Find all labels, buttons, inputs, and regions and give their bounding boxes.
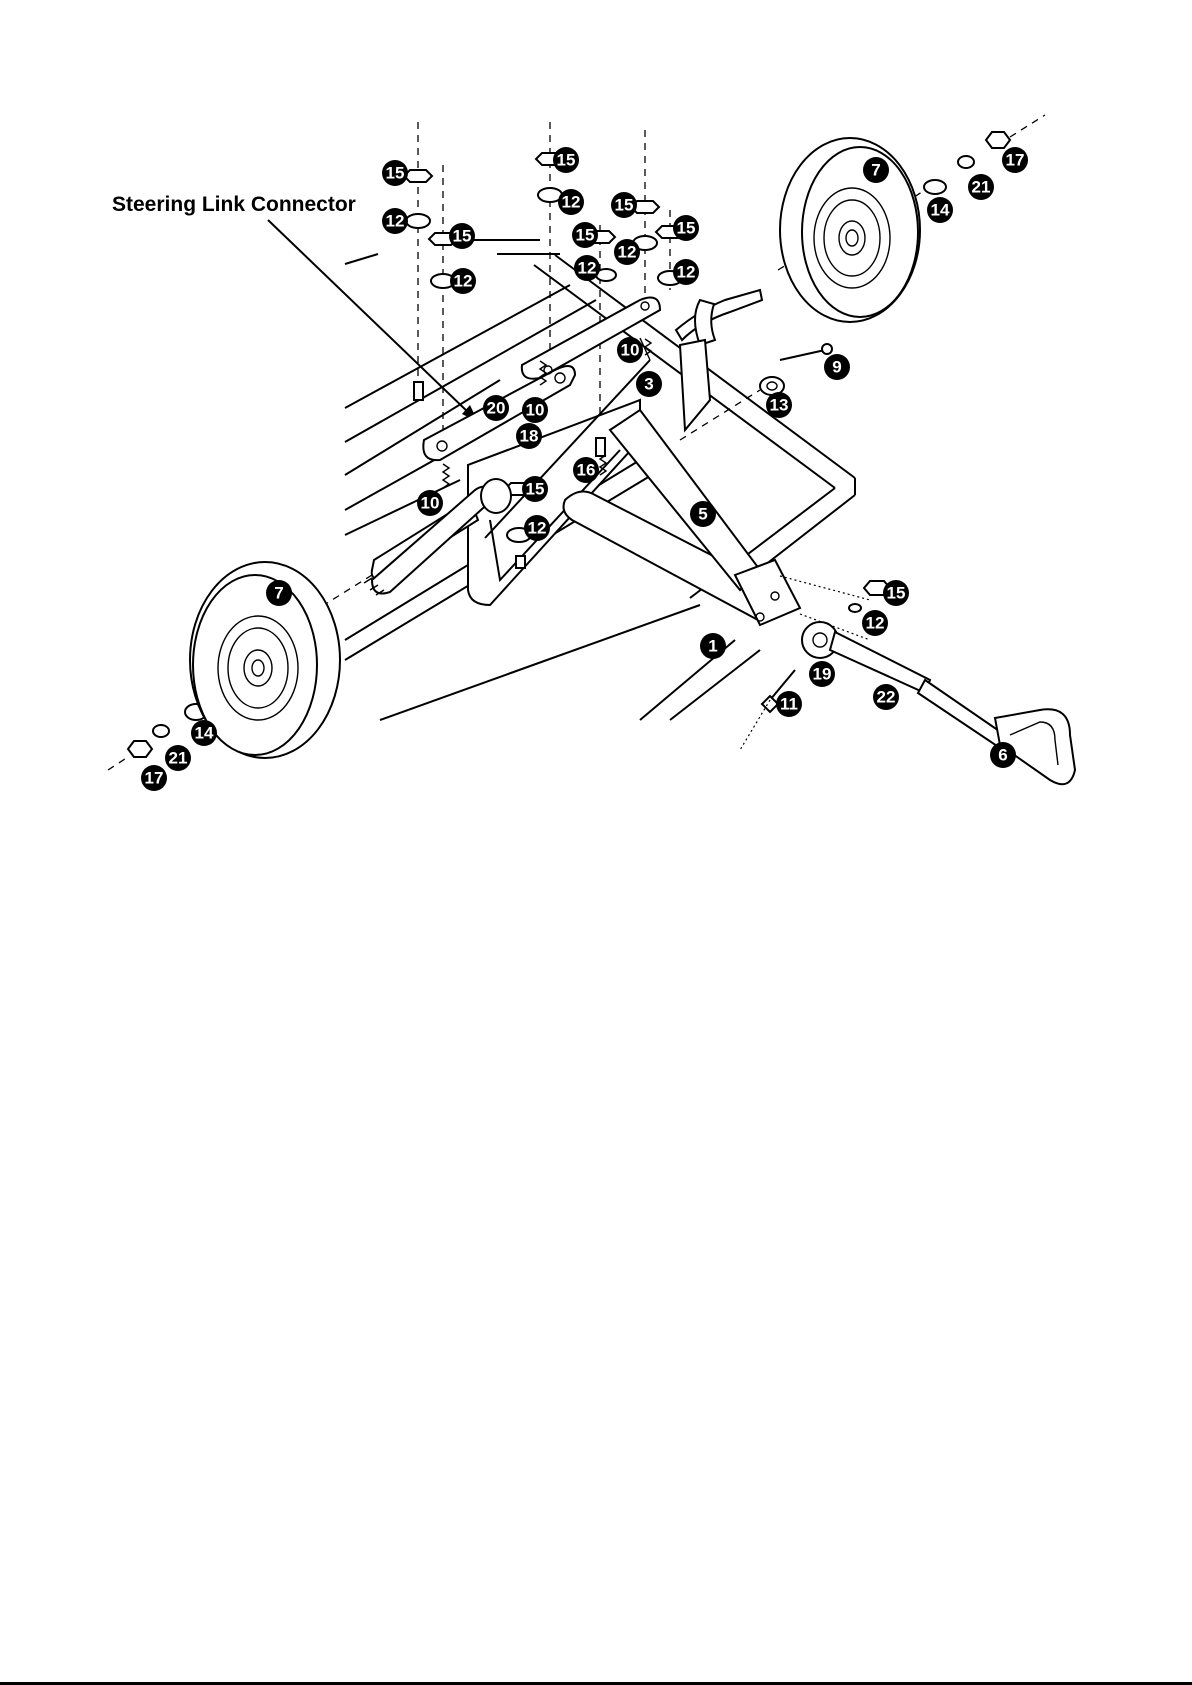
callout-12: 12 [673, 259, 699, 285]
diagram-heading: Steering Link Connector [112, 193, 356, 216]
callout-12: 12 [574, 255, 600, 281]
svg-text:16: 16 [577, 461, 596, 480]
svg-text:17: 17 [1006, 151, 1025, 170]
svg-text:10: 10 [621, 341, 640, 360]
svg-text:15: 15 [557, 151, 576, 170]
callout-3: 3 [636, 371, 662, 397]
svg-text:15: 15 [453, 227, 472, 246]
svg-text:12: 12 [454, 272, 473, 291]
callout-6: 6 [990, 742, 1016, 768]
callout-10: 10 [522, 397, 548, 423]
svg-text:13: 13 [770, 396, 789, 415]
callout-15: 15 [673, 215, 699, 241]
svg-text:6: 6 [998, 746, 1007, 765]
svg-text:9: 9 [832, 358, 841, 377]
svg-text:7: 7 [871, 161, 880, 180]
svg-text:17: 17 [145, 769, 164, 788]
svg-text:19: 19 [813, 665, 832, 684]
callout-21: 21 [165, 745, 191, 771]
callout-15: 15 [522, 476, 548, 502]
svg-text:12: 12 [578, 259, 597, 278]
callout-15: 15 [883, 580, 909, 606]
svg-text:21: 21 [169, 749, 188, 768]
svg-text:15: 15 [576, 226, 595, 245]
callout-12: 12 [558, 189, 584, 215]
callout-15: 15 [449, 223, 475, 249]
svg-text:1: 1 [708, 637, 717, 656]
svg-text:12: 12 [562, 193, 581, 212]
svg-text:7: 7 [274, 584, 283, 603]
callout-17: 17 [141, 765, 167, 791]
svg-text:10: 10 [421, 494, 440, 513]
svg-text:18: 18 [520, 427, 539, 446]
callout-14: 14 [927, 197, 953, 223]
callout-15: 15 [382, 160, 408, 186]
svg-text:5: 5 [698, 505, 707, 524]
callout-14: 14 [191, 720, 217, 746]
svg-text:21: 21 [972, 178, 991, 197]
callout-19: 19 [809, 661, 835, 687]
svg-text:15: 15 [526, 480, 545, 499]
callout-16: 16 [573, 457, 599, 483]
svg-text:20: 20 [487, 399, 506, 418]
svg-text:14: 14 [931, 201, 950, 220]
svg-text:12: 12 [528, 519, 547, 538]
callout-9: 9 [824, 354, 850, 380]
callout-12: 12 [524, 515, 550, 541]
svg-text:12: 12 [866, 614, 885, 633]
callout-12: 12 [382, 208, 408, 234]
callout-12: 12 [450, 268, 476, 294]
svg-text:12: 12 [386, 212, 405, 231]
callout-1: 1 [700, 633, 726, 659]
wheel-upper-right [780, 138, 920, 322]
callout-5: 5 [690, 501, 716, 527]
callout-15: 15 [553, 147, 579, 173]
callout-12: 12 [862, 610, 888, 636]
callout-22: 22 [873, 684, 899, 710]
tow-handle [802, 622, 1075, 784]
callout-13: 13 [766, 392, 792, 418]
svg-text:15: 15 [677, 219, 696, 238]
svg-text:14: 14 [195, 724, 214, 743]
svg-text:15: 15 [386, 164, 405, 183]
callout-20: 20 [483, 395, 509, 421]
svg-text:3: 3 [644, 375, 653, 394]
callout-15: 15 [572, 222, 598, 248]
svg-text:12: 12 [677, 263, 696, 282]
callout-10: 10 [417, 490, 443, 516]
callout-11: 11 [776, 691, 802, 717]
svg-text:22: 22 [877, 688, 896, 707]
svg-text:11: 11 [780, 695, 798, 714]
svg-text:10: 10 [526, 401, 545, 420]
callout-10: 10 [617, 337, 643, 363]
svg-text:15: 15 [887, 584, 906, 603]
callout-7: 7 [863, 157, 889, 183]
callout-21: 21 [968, 174, 994, 200]
callout-12: 12 [614, 239, 640, 265]
svg-text:12: 12 [618, 243, 637, 262]
callout-17: 17 [1002, 147, 1028, 173]
callout-18: 18 [516, 423, 542, 449]
svg-text:15: 15 [615, 196, 634, 215]
callout-7: 7 [266, 580, 292, 606]
callout-15: 15 [611, 192, 637, 218]
